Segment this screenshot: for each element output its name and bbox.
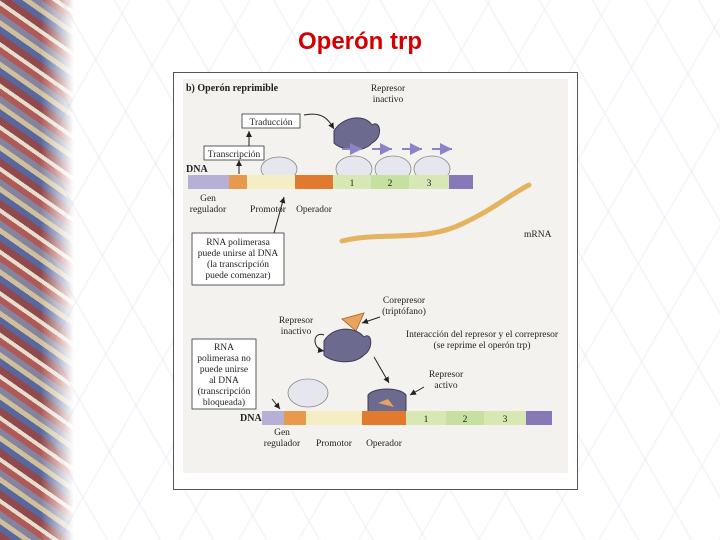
c-note-arrow [271,398,281,410]
c-gene-regulator-label-1: Gen [274,428,290,438]
translation-label: Traducción [250,118,293,128]
c-bound-corepressor [378,399,394,407]
c-gene-1-label: 1 [424,415,429,425]
transcription-label: Transcripción [208,150,261,160]
corepressor-arrow [361,316,381,324]
b-gene-1-segment [333,175,371,189]
c-repressor-curve-arrow [314,333,325,353]
dna-helix-decoration [0,0,74,540]
c-dna-left [262,411,284,425]
b-gene-regulator-segment [229,175,247,189]
b-gene-2-segment [371,175,409,189]
b-note-line-1: RNA polimerasa [206,238,270,248]
c-gene-1-segment [406,411,446,425]
repressor-active-label-2: activo [434,381,457,391]
part-b-heading: b) Operón reprimible [186,83,279,94]
figure-frame: b) Operón reprimible Represor inactivo T… [173,72,578,490]
translation-box [241,113,301,129]
c-note-line-1: RNA [214,343,234,353]
b-dna-right [449,175,473,189]
mrna-strand [339,182,532,244]
c-promoter-label: Promotor [316,439,353,449]
b-gene-3-label: 3 [427,179,432,189]
b-note-line-2: puede unirse al DNA [198,249,279,259]
c-note-line-5: (transcripción [198,386,251,397]
b-promoter-segment [247,175,295,189]
corepressor-label-2: (triptófano) [382,306,426,317]
transcription-box [203,145,265,161]
b-repressor-inactive-label-2: inactivo [373,95,404,105]
corepressor-label-1: Corepresor [383,296,426,306]
c-note-line-3: puede unirse [200,365,248,375]
slide-title: Operón trp [298,28,422,55]
b-dna-label: DNA [186,164,208,175]
b-gene-regulator-label-1: Gen [200,194,216,204]
c-note-line-4: al DNA [209,376,239,386]
repressor-active-arrow [409,386,425,396]
interaction-label-1: Interacción del represor y el correpreso… [406,330,559,340]
c-promoter-segment [306,411,362,425]
b-gene-2-label: 2 [388,179,393,189]
c-repressor-down-arrow [373,356,390,384]
b-operator-label: Operador [296,205,333,215]
c-gene-2-segment [446,411,484,425]
c-dna-right [526,411,552,425]
c-gene-regulator-label-2: regulador [264,439,301,449]
b-promoter-label: Promotor [250,205,287,215]
b-gene-3-segment [409,175,449,189]
mrna-label: mRNA [524,230,552,240]
c-gene-3-label: 3 [503,415,508,425]
b-gene-1-label: 1 [350,179,355,189]
b-note-arrow [273,196,286,234]
interaction-label-2: (se reprime el operón trp) [433,340,530,351]
c-note-line-6: bloqueada) [203,397,245,408]
c-gene-3-segment [484,411,526,425]
b-repressor-inactive-shape [333,117,380,151]
b-operator-segment [295,175,333,189]
c-operator-segment [362,411,406,425]
c-repressor-inactive-label-2: inactivo [281,327,312,337]
b-note-line-3: (la transcripción [207,259,269,270]
c-gene-regulator-segment [284,411,306,425]
c-note-line-2: polimerasa no [197,354,251,364]
c-operator-label: Operador [366,439,403,449]
c-repressor-inactive-shape [323,328,372,363]
c-dna-label: DNA [240,413,262,424]
corepressor-shape [341,312,365,332]
c-rna-polymerase [287,378,329,408]
c-rna-pol-note-box [191,338,257,410]
operon-diagram: b) Operón reprimible Represor inactivo T… [186,83,559,449]
b-gene-regulator-label-2: regulador [190,205,227,215]
repressor-active-label-1: Represor [429,370,464,380]
b-repressor-inactive-label-1: Represor [371,84,406,94]
b-note-line-4: puede comenzar) [205,270,270,281]
b-rna-pol-note-box [191,232,285,286]
to-repressor-arrow [303,113,335,130]
c-gene-2-label: 2 [463,415,468,425]
c-repressor-inactive-label-1: Represor [279,316,314,326]
